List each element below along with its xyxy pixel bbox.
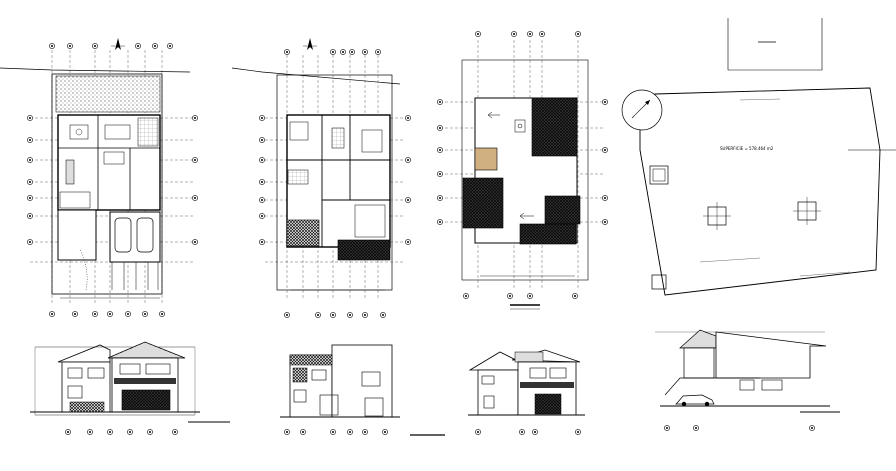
grid-bubble-icon [361, 311, 369, 319]
grid-bubble-icon [299, 428, 307, 436]
grid-bubble-icon [158, 310, 166, 318]
grid-bubble-icon [64, 428, 72, 436]
front-elevation [30, 341, 230, 436]
grid-bubble-icon [258, 212, 266, 220]
grid-bubble-icon [361, 428, 369, 436]
ground-floor-plan [0, 38, 199, 318]
grid-bubble-icon [171, 428, 179, 436]
north-arrow-icon [111, 38, 125, 50]
grid-bubble-icon [808, 424, 816, 432]
grid-bubble-icon [258, 114, 266, 122]
grid-bubble-icon [258, 136, 266, 144]
grid-bubble-icon [283, 311, 291, 319]
grid-bubble-icon [518, 428, 526, 436]
grid-bubble-icon [692, 424, 700, 432]
grid-bubble-icon [166, 42, 174, 50]
grid-bubble-icon [663, 424, 671, 432]
grid-bubble-icon [510, 30, 518, 38]
grid-bubble-icon [436, 194, 444, 202]
grid-bubble-icon [151, 42, 159, 50]
grid-bubble-icon [141, 310, 149, 318]
grid-bubble-icon [346, 428, 354, 436]
grid-bubble-icon [601, 98, 609, 106]
grid-bubble-icon [379, 311, 387, 319]
grid-bubble-icon [26, 238, 34, 246]
grid-bubble-icon [474, 428, 482, 436]
grid-bubble-icon [601, 146, 609, 154]
grid-bubble-icon [106, 310, 114, 318]
grid-bubble-icon [91, 42, 99, 50]
grid-bubble-icon [348, 48, 356, 56]
grid-bubble-icon [314, 311, 322, 319]
grid-bubble-icon [571, 292, 579, 300]
roof-plan [436, 30, 609, 310]
grid-bubble-icon [191, 114, 199, 122]
grid-bubble-icon [106, 428, 114, 436]
grid-bubble-icon [404, 238, 412, 246]
grid-bubble-icon [71, 310, 79, 318]
grid-bubble-icon [526, 292, 534, 300]
north-arrow-icon [621, 89, 663, 131]
rear-elevation [468, 349, 585, 436]
grid-bubble-icon [436, 146, 444, 154]
grid-bubble-icon [538, 30, 546, 38]
grid-bubble-icon [258, 178, 266, 186]
grid-bubble-icon [48, 42, 56, 50]
grid-bubble-icon [574, 30, 582, 38]
grid-bubble-icon [374, 48, 382, 56]
grid-bubble-icon [436, 170, 444, 178]
site-area-label: SUPERFICIE = 578.464 m2 [720, 146, 774, 151]
grid-bubble-icon [329, 48, 337, 56]
grid-bubble-icon [601, 218, 609, 226]
grid-bubble-icon [474, 30, 482, 38]
grid-bubble-icon [404, 196, 412, 204]
grid-bubble-icon [346, 311, 354, 319]
grid-bubble-icon [86, 428, 94, 436]
grid-bubble-icon [26, 114, 34, 122]
side-elevation [280, 344, 445, 436]
grid-bubble-icon [381, 428, 389, 436]
grid-bubble-icon [329, 311, 337, 319]
grid-bubble-icon [66, 42, 74, 50]
grid-bubble-icon [283, 48, 291, 56]
grid-bubble-icon [191, 238, 199, 246]
grid-bubble-icon [436, 124, 444, 132]
grid-bubble-icon [134, 42, 142, 50]
grid-bubble-icon [26, 178, 34, 186]
grid-bubble-icon [283, 428, 291, 436]
grid-bubble-icon [26, 136, 34, 144]
grid-bubble-icon [436, 98, 444, 106]
grid-bubble-icon [146, 428, 154, 436]
grid-bubble-icon [91, 310, 99, 318]
grid-bubble-icon [531, 428, 539, 436]
grid-bubble-icon [462, 292, 470, 300]
grid-bubble-icon [526, 30, 534, 38]
grid-bubble-icon [339, 48, 347, 56]
car-icon [675, 394, 715, 407]
lateral-elevation [655, 329, 840, 432]
grid-bubble-icon [436, 218, 444, 226]
grid-bubble-icon [191, 156, 199, 164]
grid-bubble-icon [404, 114, 412, 122]
grid-bubble-icon [124, 310, 132, 318]
grid-bubble-icon [126, 428, 134, 436]
grid-bubble-icon [258, 196, 266, 204]
site-plan: SUPERFICIE = 578.464 m2 [621, 18, 896, 296]
grid-bubble-icon [506, 292, 514, 300]
grid-bubble-icon [404, 156, 412, 164]
grid-bubble-icon [258, 238, 266, 246]
upper-floor-plan [231, 38, 412, 319]
grid-bubble-icon [26, 212, 34, 220]
grid-bubble-icon [329, 428, 337, 436]
grid-bubble-icon [574, 428, 582, 436]
grid-bubble-icon [361, 48, 369, 56]
north-arrow-icon [303, 38, 317, 50]
grid-bubble-icon [26, 194, 34, 202]
grid-bubble-icon [601, 194, 609, 202]
grid-bubble-icon [26, 156, 34, 164]
grid-bubble-icon [258, 156, 266, 164]
grid-bubble-icon [48, 310, 56, 318]
grid-bubble-icon [191, 194, 199, 202]
